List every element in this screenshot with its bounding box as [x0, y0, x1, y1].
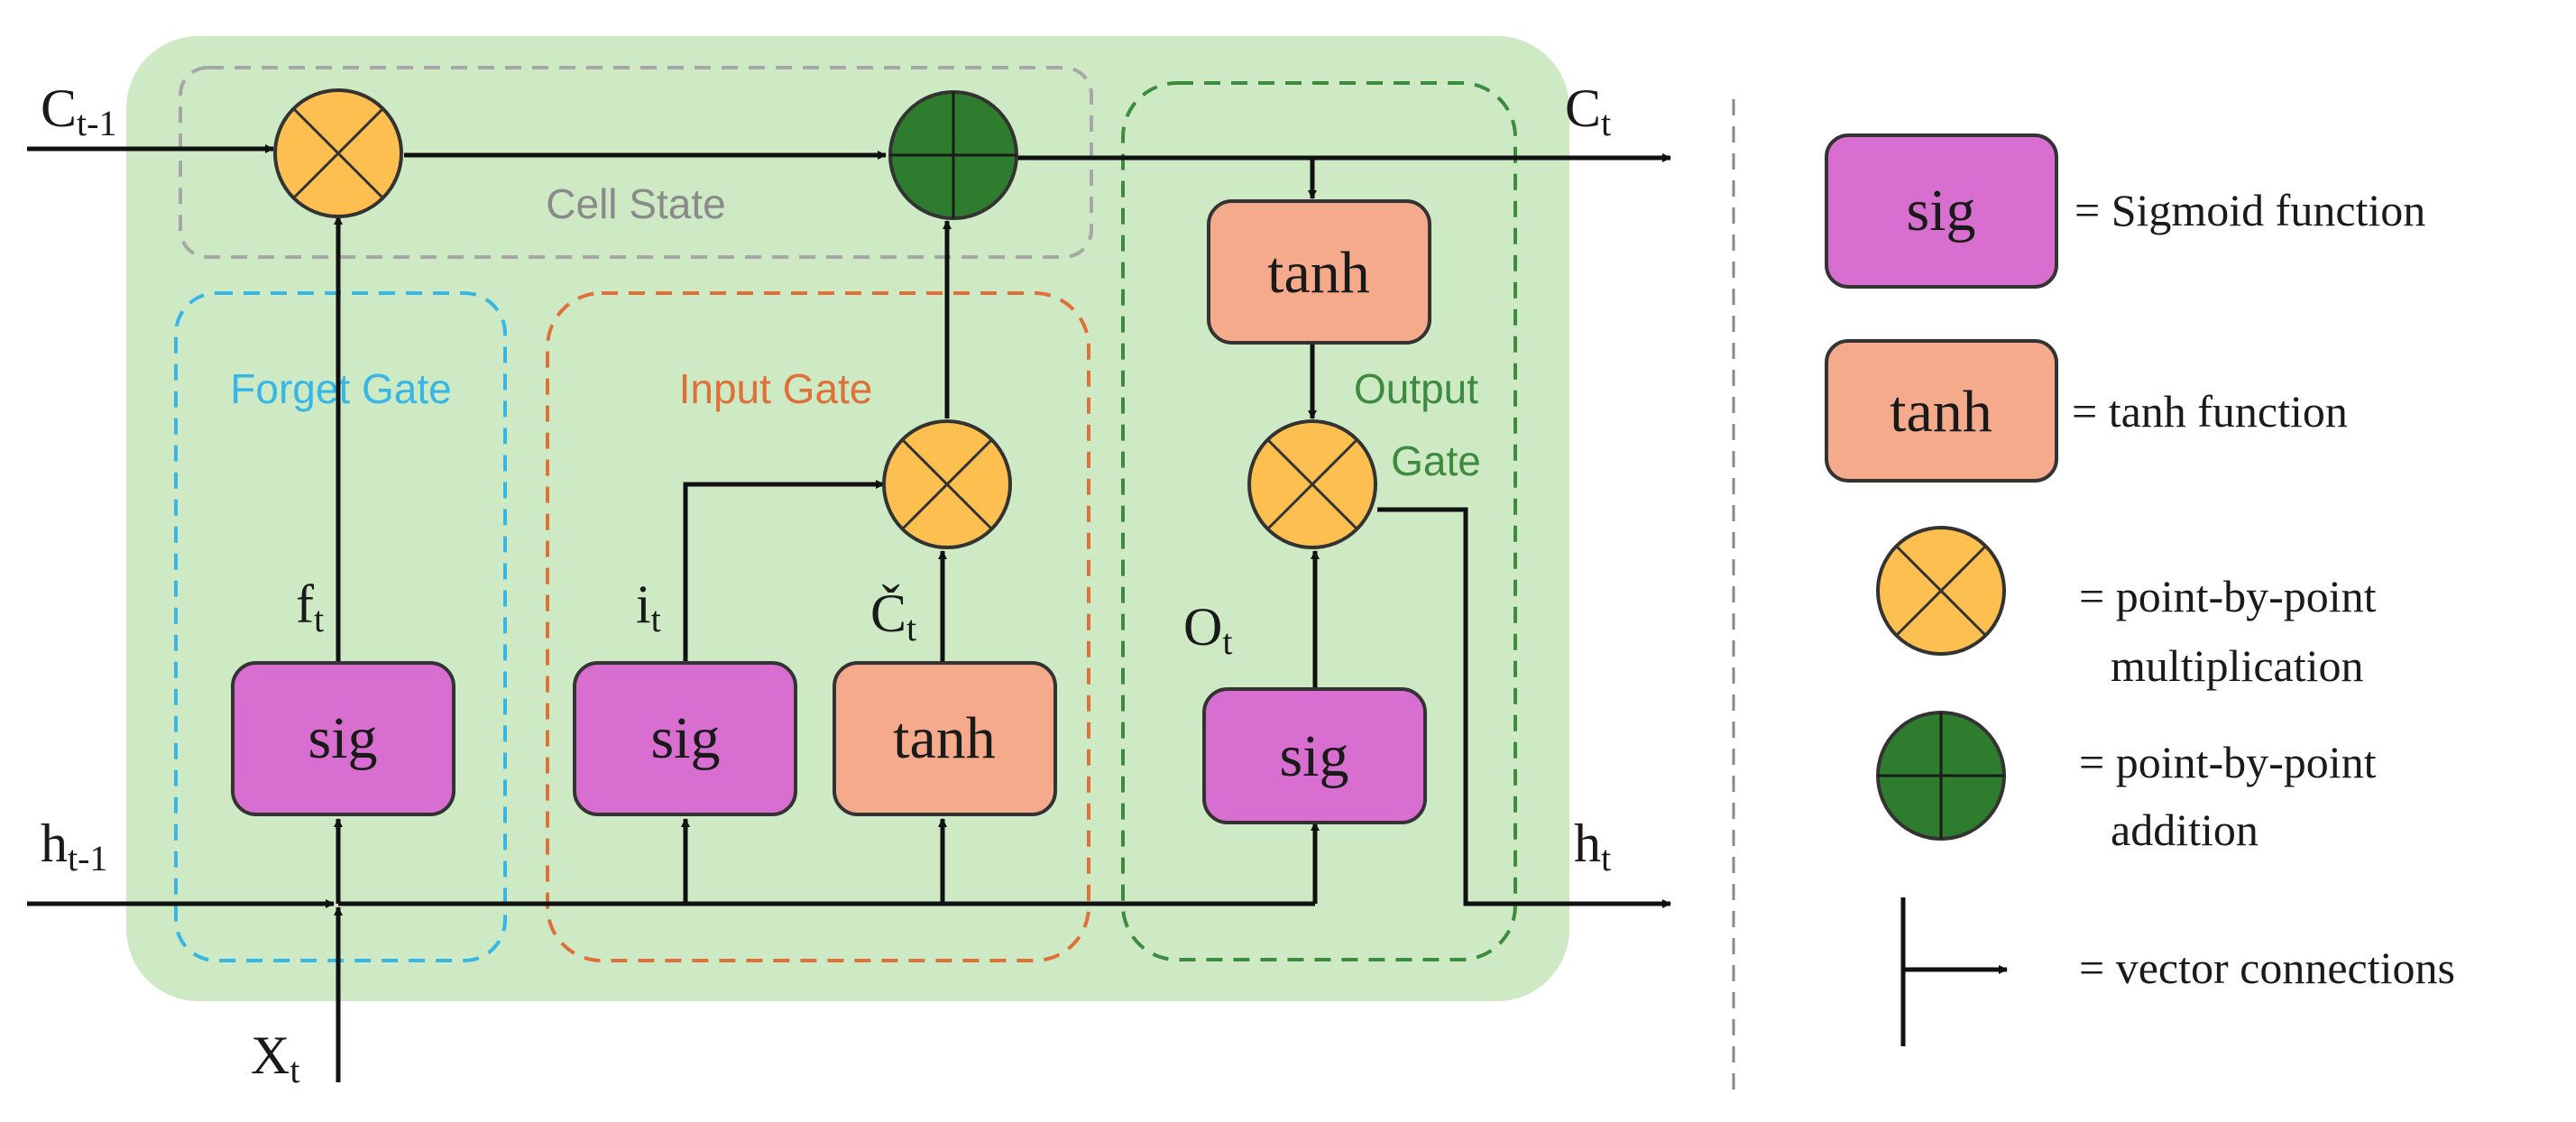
output-tanh-box: tanh	[1207, 199, 1431, 345]
legend-sig-label: sig	[1906, 178, 1975, 244]
forget-gate-label: Forget Gate	[230, 365, 451, 412]
legend-sig-box: sig	[1825, 133, 2058, 289]
cell-state-label: Cell State	[546, 180, 725, 227]
output-tanh-label: tanh	[1267, 240, 1370, 306]
output-gate-region	[1121, 81, 1517, 961]
forget-multiply-operator	[273, 88, 403, 218]
c-prev-label: Ct-1	[41, 78, 116, 143]
h-t-label: ht	[1574, 814, 1611, 878]
legend: sig = Sigmoid function tanh = tanh funct…	[1825, 133, 2455, 1046]
legend-add-description-line2: addition	[2111, 805, 2259, 855]
legend-tanh-description: = tanh function	[2072, 386, 2348, 437]
x-t-label: Xt	[251, 1025, 299, 1090]
output-gate-label-line1: Output	[1354, 365, 1478, 412]
i-t-label: it	[636, 575, 661, 639]
c-tilde-label: Čt	[870, 584, 916, 648]
h-prev-label: ht-1	[41, 814, 107, 878]
input-tanh-label: tanh	[893, 705, 996, 771]
legend-add-description-line1: = point-by-point	[2079, 737, 2377, 787]
forget-sig-label: sig	[308, 705, 377, 771]
legend-vector-description: = vector connections	[2079, 943, 2455, 993]
output-sig-box: sig	[1202, 687, 1427, 824]
legend-vector-connection-symbol	[1900, 897, 2008, 1046]
legend-multiply-operator	[1876, 526, 2006, 656]
input-gate-label: Input Gate	[679, 365, 873, 412]
input-sig-box: sig	[573, 661, 797, 816]
legend-add-operator	[1876, 711, 2006, 841]
input-sig-label: sig	[650, 705, 720, 771]
input-sig-to-multiply-arrow	[683, 480, 885, 663]
input-tanh-box: tanh	[833, 661, 1057, 816]
f-t-label: ft	[296, 575, 324, 639]
legend-multiply-description-line1: = point-by-point	[2079, 571, 2377, 621]
output-multiply-operator	[1247, 419, 1377, 549]
input-multiply-operator	[882, 419, 1012, 549]
output-gate-label-line2: Gate	[1391, 437, 1481, 484]
output-multiply-to-hidden-arrow	[1377, 507, 1671, 908]
input-gate-region	[546, 291, 1090, 962]
legend-tanh-label: tanh	[1890, 379, 1992, 445]
o-t-label: Ot	[1183, 597, 1232, 662]
c-t-label: Ct	[1565, 78, 1611, 143]
cell-state-region	[179, 66, 1093, 259]
cell-add-operator	[888, 90, 1018, 220]
forget-sig-box: sig	[231, 661, 455, 816]
legend-tanh-box: tanh	[1825, 339, 2058, 483]
legend-sig-description: = Sigmoid function	[2075, 185, 2425, 235]
legend-multiply-description-line2: multiplication	[2111, 640, 2364, 691]
output-sig-label: sig	[1279, 723, 1348, 789]
